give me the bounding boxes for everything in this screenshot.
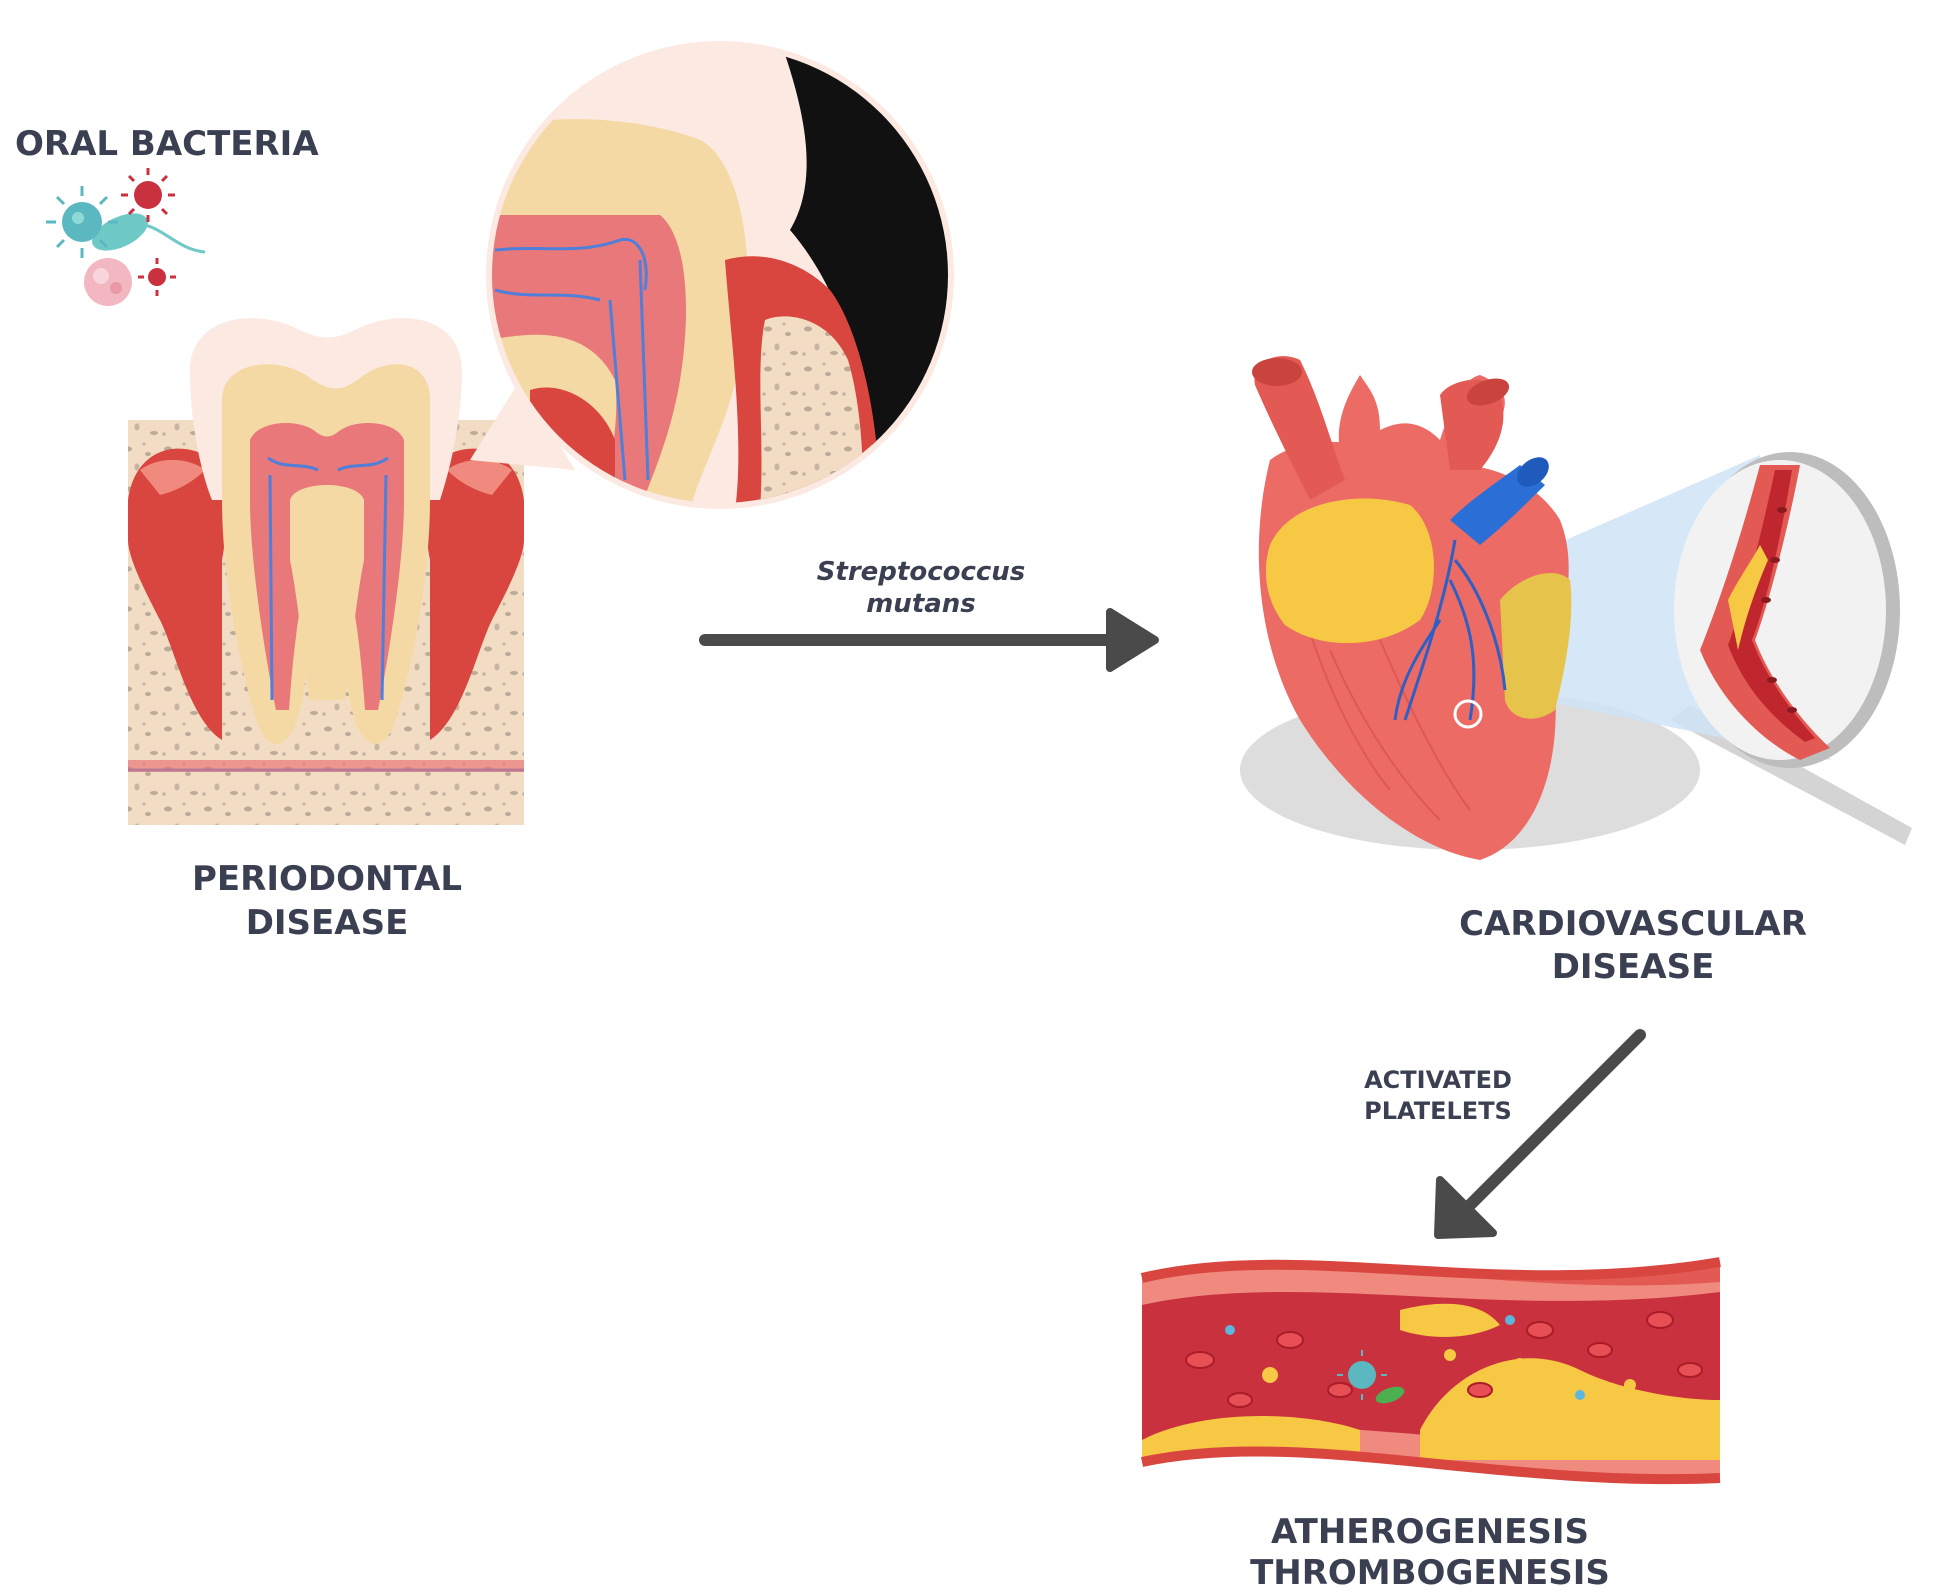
outcome-label-line2: THROMBOGENESIS [1250, 1553, 1610, 1593]
oral-bacteria-label: ORAL BACTERIA [15, 124, 319, 164]
arrow1-label-line2: mutans [866, 589, 976, 619]
arrow1-label-line1: Streptococcus [817, 557, 1026, 587]
artery-illustration [1140, 1257, 1721, 1485]
bacteria-icon [46, 168, 206, 306]
outcome-label-line1: ATHEROGENESIS [1271, 1512, 1589, 1552]
cardio-label-line1: CARDIOVASCULAR [1459, 904, 1807, 944]
tooth-illustration [128, 318, 524, 825]
arrow2-label-line1: ACTIVATED [1364, 1066, 1512, 1094]
tooth-zoom-circle [470, 41, 954, 509]
periodontal-label-line1: PERIODONTAL [192, 859, 462, 899]
cardio-label-line2: DISEASE [1552, 947, 1715, 987]
periodontal-label-line2: DISEASE [246, 903, 409, 943]
arrow-oral-to-cardio [699, 608, 1159, 672]
arrow2-label-line2: PLATELETS [1364, 1097, 1512, 1125]
heart-illustration [1240, 356, 1912, 860]
arrow-cardio-to-outcome [1434, 1029, 1646, 1239]
